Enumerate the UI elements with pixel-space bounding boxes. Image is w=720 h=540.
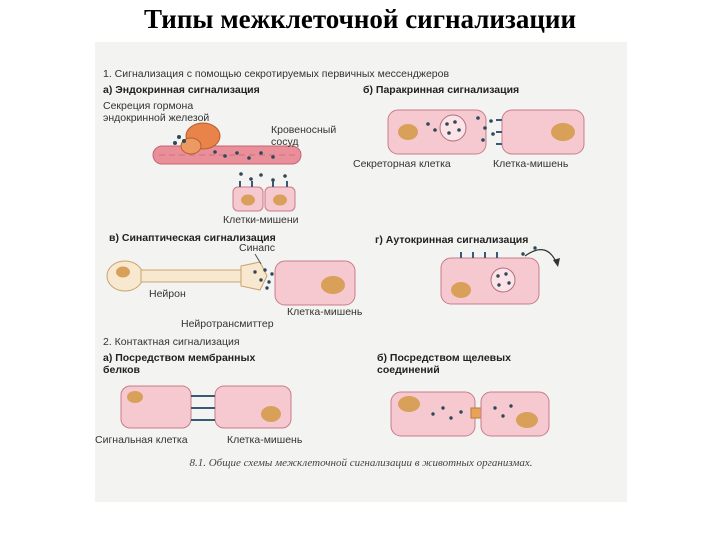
contact-target-cell — [214, 385, 292, 429]
contact-target-nucleus — [261, 406, 281, 422]
synaptic-panel-drawing — [106, 253, 356, 306]
signal-cell-label: Сигнальная клетка — [95, 434, 188, 446]
receptors-g — [460, 252, 498, 258]
signal-nucleus — [127, 391, 143, 403]
contact-gap-drawing — [390, 391, 550, 437]
synapse-label: Синапс — [239, 242, 276, 254]
autocrine-dots — [496, 246, 537, 287]
paracrine-title: б) Паракринная сигнализация — [363, 84, 520, 96]
autocrine-nucleus — [451, 282, 471, 298]
membrane-title-2: белков — [103, 364, 140, 376]
neurotransmitter-label: Нейротрансмиттер — [181, 318, 274, 330]
membrane-proteins — [191, 395, 215, 421]
paracrine-target-label: Клетка-мишень — [493, 158, 569, 170]
paracrine-panel-drawing — [387, 109, 585, 155]
autocrine-arrowhead — [553, 258, 560, 267]
paracrine-dots — [426, 116, 495, 142]
neuron-label: Нейрон — [149, 288, 186, 300]
secretory-cell-label: Секреторная клетка — [353, 158, 451, 170]
membrane-title-1: а) Посредством мембранных — [103, 352, 256, 364]
endocrine-gland-lobe — [180, 137, 202, 155]
autocrine-cell — [440, 257, 540, 305]
gap-dots — [431, 404, 513, 420]
target-cells-label: Клетки-мишени — [223, 214, 299, 226]
neurotransmitter-dots — [253, 268, 274, 290]
gap-title-2: соединений — [377, 364, 440, 376]
synaptic-target-cell — [274, 260, 356, 306]
axon-terminal — [240, 261, 268, 291]
receptors-a — [239, 181, 288, 187]
autocrine-panel-drawing — [440, 246, 560, 305]
endocrine-gland-label: эндокринной железой — [103, 112, 210, 124]
figure-scan: 1. Сигнализация с помощью секротируемых … — [95, 42, 627, 502]
gap-nucleus-left — [398, 396, 420, 412]
synaptic-title: в) Синаптическая сигнализация — [109, 232, 276, 244]
secretory-vesicle — [439, 114, 467, 142]
autocrine-vesicle — [490, 267, 516, 293]
autocrine-title: г) Аутокринная сигнализация — [375, 234, 529, 246]
figure-caption: 8.1. Общие схемы межклеточной сигнализац… — [189, 457, 533, 469]
hormone-dots — [173, 135, 287, 182]
synaptic-target-nucleus — [321, 276, 345, 294]
endocrine-panel-drawing — [152, 122, 302, 212]
contact-target-label: Клетка-мишень — [227, 434, 303, 446]
contact-membrane-drawing — [120, 385, 292, 429]
axon — [140, 269, 244, 283]
gap-title-1: б) Посредством щелевых — [377, 352, 511, 364]
vessel-label-2: сосуд — [271, 136, 299, 148]
secretory-nucleus — [398, 124, 418, 140]
blood-vessel — [152, 145, 302, 165]
endocrine-title: а) Эндокринная сигнализация — [103, 84, 260, 96]
section1-heading: 1. Сигнализация с помощью секротируемых … — [103, 68, 450, 80]
vessel-label-1: Кровеносный — [271, 124, 337, 136]
synaptic-target-label: Клетка-мишень — [287, 306, 363, 318]
target-nucleus-1 — [241, 194, 255, 206]
receptors-b — [496, 119, 502, 145]
gap-nucleus-right — [516, 412, 538, 428]
section2-heading: 2. Контактная сигнализация — [103, 336, 240, 348]
neuron-nucleus — [116, 266, 130, 278]
slide-title: Типы межклеточной сигнализации — [143, 4, 577, 34]
figure-drawing — [106, 109, 585, 437]
hormone-secretion-label: Секреция гормона — [103, 100, 194, 112]
synapse-pointer — [254, 253, 262, 265]
target-nucleus-2 — [273, 194, 287, 206]
gap-cell-right — [480, 391, 550, 437]
paracrine-target-nucleus — [551, 123, 575, 141]
